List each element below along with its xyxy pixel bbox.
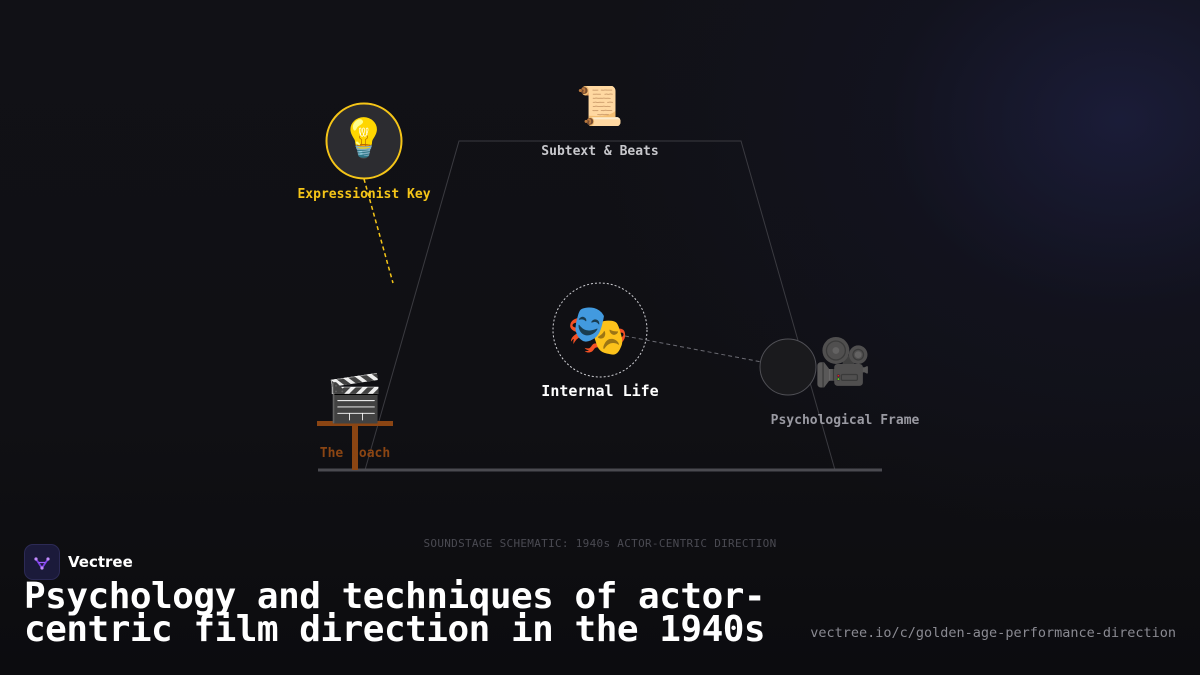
key-light-circle [325, 102, 403, 180]
subtext-beats-label: Subtext & Beats [541, 144, 659, 159]
brand-name: Vectree [68, 553, 133, 571]
internal-life-label: Internal Life [541, 382, 659, 400]
clapperboard-icon: 🎬 [326, 371, 384, 425]
the-coach-label: The Coach [319, 446, 391, 461]
internal-life-aura [552, 282, 648, 378]
lightbulb-icon: 💡 [340, 116, 388, 160]
source-url[interactable]: vectree.io/c/golden-age-performance-dire… [810, 625, 1176, 641]
theater-masks-icon: 🎭 [566, 301, 630, 359]
vectree-logo-icon [24, 544, 60, 580]
page-title: Psychology and techniques of actor-centr… [24, 576, 766, 650]
coach-chair-seat [317, 421, 393, 426]
psychological-frame-label: Psychological Frame [770, 413, 920, 428]
key-light-beam [363, 178, 394, 284]
camera-lens-circle [759, 338, 817, 396]
brand[interactable]: Vectree [24, 544, 133, 580]
movie-camera-icon: 🎥 [814, 335, 872, 389]
scroll-icon: 📜 [576, 84, 624, 128]
expressionist-key-label: Expressionist Key [297, 187, 431, 202]
schematic-caption: SOUNDSTAGE SCHEMATIC: 1940s ACTOR-CENTRI… [423, 537, 777, 550]
soundstage-schematic [317, 102, 882, 472]
coach-chair-post [352, 424, 358, 470]
